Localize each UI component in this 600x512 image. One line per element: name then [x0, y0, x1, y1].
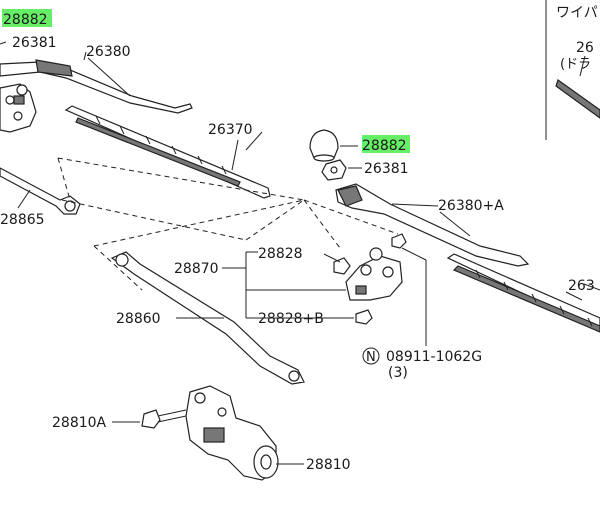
inset-part-label: 26	[576, 40, 594, 56]
cap-28882	[309, 129, 358, 162]
label-26380A[interactable]: 26380+A	[438, 198, 504, 214]
label-08911-1062G[interactable]: 08911-1062G	[386, 349, 482, 365]
link-rod-28865	[0, 167, 81, 215]
label-28882-mid[interactable]: 28882	[362, 138, 407, 154]
wiper-arm-26380A	[335, 183, 530, 267]
wiper-blade-right	[446, 253, 600, 333]
wiper-blade-26370	[64, 105, 271, 199]
dashed-guides-left	[57, 157, 305, 291]
label-26381-mid[interactable]: 26381	[364, 161, 409, 177]
wiper-arm-26380	[0, 57, 193, 114]
inset-wiper-blade	[555, 79, 600, 119]
bolt-28810A	[141, 409, 187, 429]
label-n-mark: N	[366, 350, 376, 365]
nut-26381-mid	[321, 159, 362, 181]
label-28865[interactable]: 28865	[0, 212, 45, 228]
linkage-pivot-left	[0, 83, 37, 133]
inset-panel: ワイパ 26 (ドラ	[545, 0, 600, 140]
label-28828[interactable]: 28828	[258, 246, 303, 262]
label-28860[interactable]: 28860	[116, 311, 161, 327]
inset-note: (ドラ	[560, 57, 591, 72]
label-28882-top[interactable]: 28882	[3, 12, 48, 28]
n-mark-circle	[362, 347, 380, 365]
label-08911-qty: (3)	[388, 365, 408, 381]
label-26370[interactable]: 26370	[208, 122, 253, 138]
label-28810[interactable]: 28810	[306, 457, 351, 473]
label-26381-top[interactable]: 26381	[12, 35, 57, 51]
label-28870[interactable]: 28870	[174, 261, 219, 277]
pivot-assembly-center	[333, 233, 407, 325]
dashed-guides-center	[245, 199, 399, 249]
highlight-28882-top	[2, 9, 52, 27]
leader-lines	[0, 41, 600, 465]
wiper-motor-28810	[185, 385, 279, 481]
label-28828B[interactable]: 28828+B	[258, 311, 324, 327]
label-263-right[interactable]: 263	[568, 278, 595, 294]
label-26380[interactable]: 26380	[86, 44, 131, 60]
highlight-28882-mid	[362, 135, 410, 153]
label-28810A[interactable]: 28810A	[52, 415, 107, 431]
inset-title: ワイパ	[556, 5, 598, 21]
